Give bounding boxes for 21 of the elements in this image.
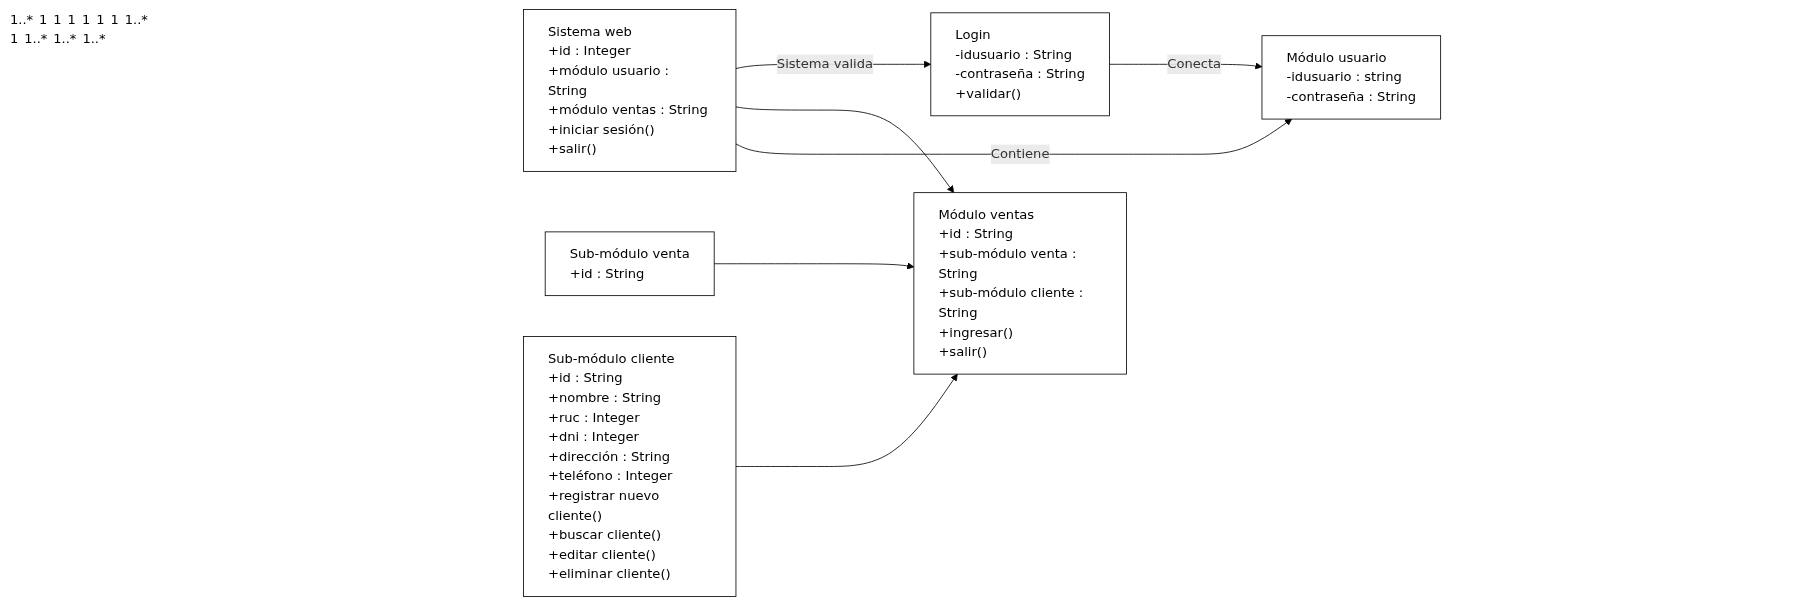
multiplicity-label: 1..* (82, 31, 106, 46)
node-box: Módulo usuario -idusuario : string -contraseña : String (1262, 34, 1442, 119)
node-box: Módulo ventas +id : String +sub-módulo venta : String +sub-módulo cliente : String +ingresar() +salir() (913, 191, 1128, 375)
node-box: Sistema web +id : Integer +módulo usuario : String +módulo ventas : String +iniciar sesión() +salir() (523, 8, 737, 172)
multiplicity-label: 1 (67, 12, 76, 27)
multiplicity-label: 1..* (10, 12, 34, 27)
multiplicity-label: 1 (110, 12, 119, 27)
multiplicity-label: 1..* (124, 12, 148, 27)
node-box: Sub-módulo venta +id : String (545, 230, 716, 296)
multiplicity-label: 1 (39, 12, 48, 27)
node-box: Sub-módulo cliente +id : String +nombre : String +ruc : Integer +dni : Integer +dirección : String +teléfono : Integer +registrar nuevo cliente() +buscar cliente() +editar cliente() +eliminar cliente() (523, 335, 737, 597)
multiplicity-label: 1..* (53, 31, 77, 46)
edge-label: Conecta (1167, 55, 1222, 72)
multiplicity-label: 1 (81, 12, 91, 27)
edge-label: Contiene (991, 145, 1050, 162)
multiplicity-label: 1 (96, 12, 105, 27)
node-box: Login -idusuario : String -contraseña : String +validar() (930, 11, 1111, 116)
multiplicity-label: 1 (53, 12, 62, 27)
edge-label: Sistema valida (777, 55, 874, 72)
multiplicity-label: 1 (10, 31, 19, 46)
multiplicity-label: 1..* (24, 31, 48, 46)
